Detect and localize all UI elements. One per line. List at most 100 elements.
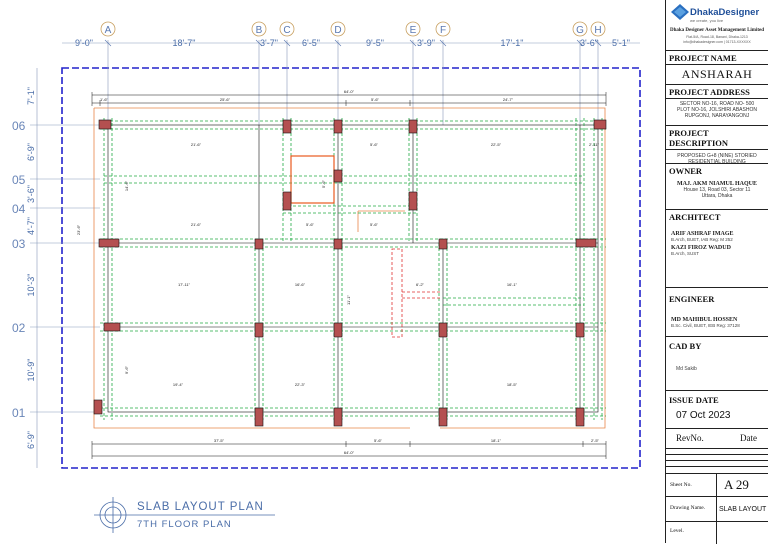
project-address-line: PLOT NO-16, JOLSHIRI ABASHON (677, 107, 757, 113)
issue-date-label: ISSUE DATE (669, 395, 719, 405)
bottom-seg-dim: 5'-6" (374, 438, 383, 443)
company-full-name: Dhaka Designer Asset Management Limited (669, 28, 765, 33)
cad-section: CAD BY Md Sakib (666, 336, 768, 390)
top-seg-dim: 1'-6" (100, 97, 109, 102)
owner-name: MAJ. AKM NIAMUL HAQUE (677, 181, 757, 187)
column-bubbles: A B C D E F G H (100, 21, 606, 37)
owner-label: OWNER (669, 166, 703, 176)
col-label: C (283, 25, 290, 36)
spacing-label: 3'-6" (26, 185, 36, 203)
engineer-section: ENGINEER MD MAHIBUL HOSSEN B.Sc. Civil, … (666, 287, 768, 336)
company-header: DhakaDesigner we create, you live Dhaka … (666, 0, 768, 50)
inner-dim: 21'-6" (191, 222, 202, 227)
project-address-line: RUPGONJ, NARAYANGONJ (684, 113, 750, 119)
issue-date-section: ISSUE DATE 07 Oct 2023 (666, 390, 768, 428)
row-label: 06 (12, 119, 26, 133)
lift-core (290, 155, 335, 204)
project-description-line: RESIDENTIAL BUILDING (688, 159, 746, 165)
row-labels: 06 05 04 03 02 01 (12, 119, 26, 420)
bottom-seg-dim: 2'-5" (591, 438, 600, 443)
top-seg-dim: 25'-6" (220, 97, 231, 102)
project-description-label: PROJECT DESCRIPTION (666, 126, 768, 150)
column-grid-lines (107, 40, 599, 125)
architect-2-reg: B.Arch, SUST (671, 251, 700, 256)
spacing-label: 10'-3" (26, 274, 36, 297)
row-label: 02 (12, 321, 26, 335)
owner-address-line: House 13, Road 03, Sector 11 (683, 187, 751, 193)
slab-layout-drawing: .dim { font-family:"Liberation Sans", sa… (12, 21, 641, 533)
project-name-section: PROJECT NAME ANSHARAH (666, 50, 768, 84)
spacing-label: 6'-9" (26, 431, 36, 449)
plan-title: SLAB LAYOUT PLAN (137, 501, 264, 513)
spacing-label: 4'-7" (26, 217, 36, 235)
cad-label: CAD BY (669, 341, 702, 351)
drawing-label: Drawing Name. (670, 505, 706, 511)
revision-row (666, 448, 768, 454)
spacing-label: 6'-5" (302, 38, 320, 48)
architect-section: ARCHITECT ARIF ASHRAF IMAGE B.Arch, BUET… (666, 209, 768, 287)
row-label: 04 (12, 202, 26, 216)
plan-subtitle: 7TH FLOOR PLAN (137, 519, 232, 530)
sheet-label: Sheet No. (670, 482, 692, 488)
revision-row (666, 466, 768, 473)
top-spacing-dims: 9'-0" 18'-7" 3'-7" 6'-5" 9'-5" 3'-9" 17'… (62, 38, 640, 48)
drawing-name: SLAB LAYOUT (719, 506, 767, 513)
inner-dim: 5'-6" (306, 222, 315, 227)
architect-1-name: ARIF ASHRAF IMAGE (671, 231, 734, 237)
cad-name: Md Sakib (676, 366, 697, 372)
col-label: A (105, 25, 112, 36)
left-spacing-dims: 7'-1" 6'-9" 3'-6" 4'-7" 10'-3" 10'-9" 6'… (26, 68, 38, 468)
title-block: DhakaDesigner we create, you live Dhaka … (665, 0, 768, 544)
date-label: Date (740, 433, 757, 443)
drawing-row-line (666, 521, 768, 522)
project-address-section: PROJECT ADDRESS SECTOR NO-16, ROAD NO- 5… (666, 84, 768, 125)
col-label: D (334, 25, 341, 36)
issue-date: 07 Oct 2023 (676, 410, 731, 421)
project-description-section: PROJECT DESCRIPTION PROPOSED G+8 (NINE) … (666, 125, 768, 165)
revision-header: RevNo. Date (666, 428, 768, 448)
project-name-label: PROJECT NAME (666, 51, 768, 65)
company-address: Flat-5/A, Road-18, Banani, Dhaka-1213 (686, 35, 748, 39)
inner-dim: 5'-6" (370, 222, 379, 227)
top-seg-dim: 5'-6" (371, 97, 380, 102)
plan-title-symbol (94, 497, 275, 533)
project-description-line: PROPOSED G+8 (NINE) STORIED (677, 153, 757, 159)
bottom-overall-dim: 64'-0" (344, 450, 355, 455)
col-label: F (440, 25, 446, 36)
revision-row (666, 454, 768, 460)
spacing-label: 18'-7" (173, 38, 196, 48)
engineer-name: MD MAHIBUL HOSSEN (671, 317, 738, 323)
inner-dim: 22'-3" (295, 382, 306, 387)
col-label: G (576, 25, 584, 36)
slab-panel-lines (107, 124, 599, 413)
inner-dim: 6'-2" (416, 282, 425, 287)
inner-dim: 11'-1" (346, 294, 351, 304)
spacing-label: 10'-9" (26, 359, 36, 382)
row-grid-lines (30, 124, 100, 413)
spacing-label: 3'-7" (260, 38, 278, 48)
inner-dim: 5'-6" (321, 179, 326, 188)
spacing-label: 3'-6" (580, 38, 598, 48)
rev-label: RevNo. (676, 433, 704, 443)
top-seg-dim: 24'-7" (503, 97, 514, 102)
spacing-label: 7'-1" (26, 87, 36, 105)
col-label: B (256, 25, 263, 36)
inner-dim: 19'-4" (173, 382, 184, 387)
spacing-label: 5'-1" (612, 38, 630, 48)
inner-dim: 17'-11" (178, 282, 191, 287)
owner-address-line: Uttara, Dhaka (701, 193, 733, 199)
project-address-label: PROJECT ADDRESS (666, 85, 768, 99)
inner-dim: 16'-1" (507, 282, 518, 287)
inner-dims: 21'-6" 5'-6" 22'-5" 21'-6" 5'-6" 5'-6" 1… (124, 142, 600, 387)
sheet-no: A 29 (724, 477, 749, 492)
architect-2-name: KAZI FIROZ WADUD (671, 245, 731, 251)
stair-core (391, 248, 440, 338)
project-address-line: SECTOR NO-16, ROAD NO- 500 (679, 101, 755, 107)
inner-dim: 5'-6" (370, 142, 379, 147)
row-label: 03 (12, 237, 26, 251)
inner-dim: 14'-6" (124, 180, 129, 191)
architect-1-reg: B.Arch, BUET, IAB Reg: M 252 (671, 237, 733, 242)
bottom-seg-dim: 37'-5" (214, 438, 225, 443)
sheet-row-line (666, 496, 768, 497)
company-contact: info@dhakadesigner.com | 01713-XXXXXX (683, 40, 751, 44)
